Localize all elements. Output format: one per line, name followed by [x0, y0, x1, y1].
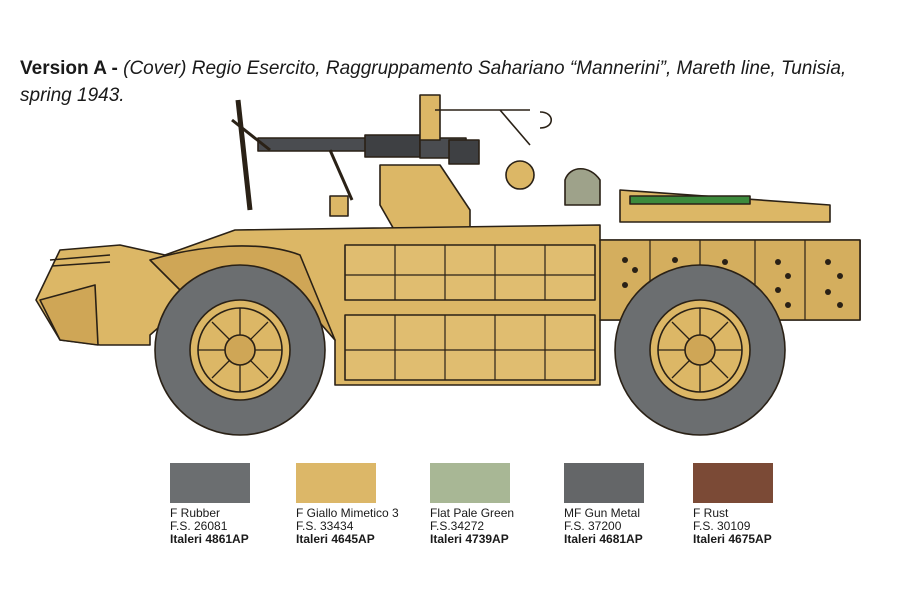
swatch-gun-metal: MF Gun Metal F.S. 37200 Italeri 4681AP [564, 463, 644, 546]
swatch-rubber: F Rubber F.S. 26081 Italeri 4861AP [170, 463, 250, 546]
swatch-code: Italeri 4645AP [296, 532, 375, 546]
swatch-fs: F.S. 33434 [296, 519, 354, 533]
crew-helmet [564, 167, 601, 206]
swatch-name: F Rust [693, 506, 729, 520]
color-chip [430, 463, 510, 503]
swatch-flat-pale-green: Flat Pale Green F.S.34272 Italeri 4739AP [430, 463, 514, 546]
machine-gun [231, 99, 480, 217]
color-chip [693, 463, 773, 503]
vehicle-illustration [35, 94, 861, 436]
swatch-name: F Giallo Mimetico 3 [296, 506, 399, 520]
color-chip [564, 463, 644, 503]
swatch-name: Flat Pale Green [430, 506, 515, 520]
swatch-fs: F.S.34272 [430, 519, 485, 533]
version-caption: Version A - (Cover) Regio Esercito, Ragg… [20, 55, 880, 109]
version-label: Version A - [20, 58, 118, 79]
color-chip [296, 463, 376, 503]
swatch-code: Italeri 4675AP [693, 532, 772, 546]
swatch-code: Italeri 4739AP [430, 532, 509, 546]
version-description: (Cover) Regio Esercito, Raggruppamento S… [20, 58, 847, 106]
swatch-name: F Rubber [170, 506, 221, 520]
swatch-fs: F.S. 37200 [564, 519, 622, 533]
front-grill [39, 284, 99, 346]
color-chip [170, 463, 250, 503]
jerrycan-rack [344, 244, 596, 381]
swatch-code: Italeri 4861AP [170, 532, 249, 546]
swatch-code: Italeri 4681AP [564, 532, 643, 546]
front-wheel [154, 264, 326, 436]
swatch-giallo-mimetico: F Giallo Mimetico 3 F.S. 33434 Italeri 4… [296, 463, 399, 546]
swatch-fs: F.S. 30109 [693, 519, 751, 533]
rear-wheel [614, 264, 786, 436]
green-equipment [629, 195, 751, 205]
swatch-name: MF Gun Metal [564, 506, 641, 520]
swatch-fs: F.S. 26081 [170, 519, 228, 533]
swatch-rust: F Rust F.S. 30109 Italeri 4675AP [693, 463, 773, 546]
